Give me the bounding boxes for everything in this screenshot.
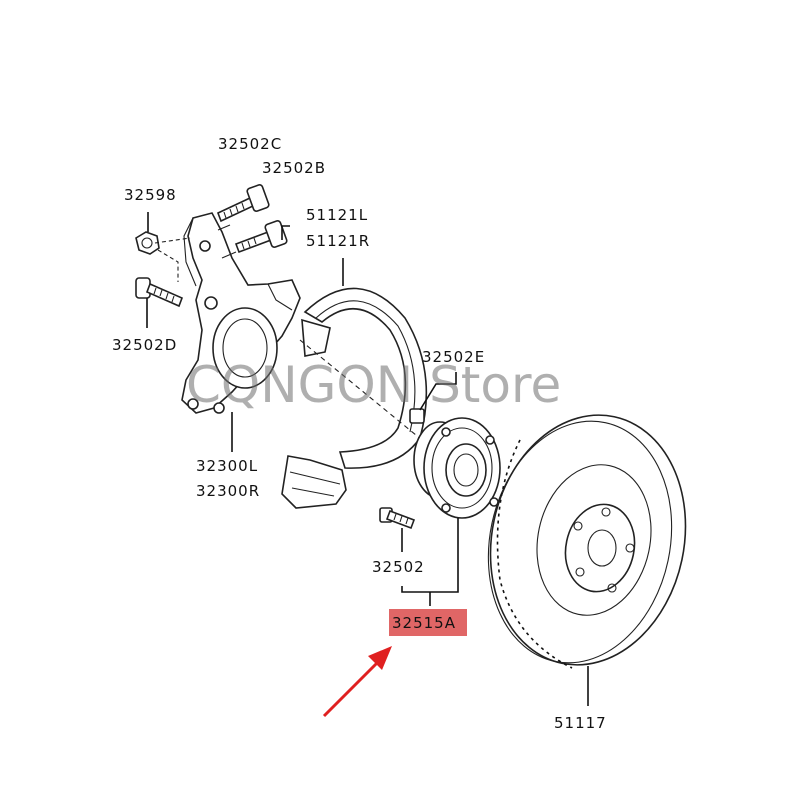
red-arrow-icon: [322, 646, 392, 718]
watermark: CQNGON Store: [186, 356, 561, 414]
label-32515a: 32515A: [392, 614, 456, 632]
label-32300l: 32300L: [196, 457, 258, 475]
bolt-32502c: [216, 184, 270, 223]
bolt-32502e: [409, 372, 457, 424]
label-51117: 51117: [554, 714, 607, 732]
bolt-32502b: [234, 220, 288, 254]
label-32502b: 32502B: [262, 159, 326, 177]
dust-shield: [281, 287, 428, 509]
label-32502e: 32502E: [422, 348, 485, 366]
brake-disc: [487, 414, 687, 669]
hub-stud-32502: [379, 507, 416, 552]
steering-knuckle: [181, 212, 301, 414]
label-32502: 32502: [372, 558, 425, 576]
label-51121r: 51121R: [306, 232, 370, 250]
label-32502d: 32502D: [112, 336, 177, 354]
label-51121l: 51121L: [306, 206, 368, 224]
label-32300r: 32300R: [196, 482, 260, 500]
label-32502c: 32502C: [218, 135, 282, 153]
hub-bearing: [413, 417, 501, 519]
nut-32598: [135, 212, 160, 255]
label-32598: 32598: [124, 186, 177, 204]
highlight-box-32515a: [389, 609, 467, 636]
bolt-32502d: [135, 277, 184, 328]
